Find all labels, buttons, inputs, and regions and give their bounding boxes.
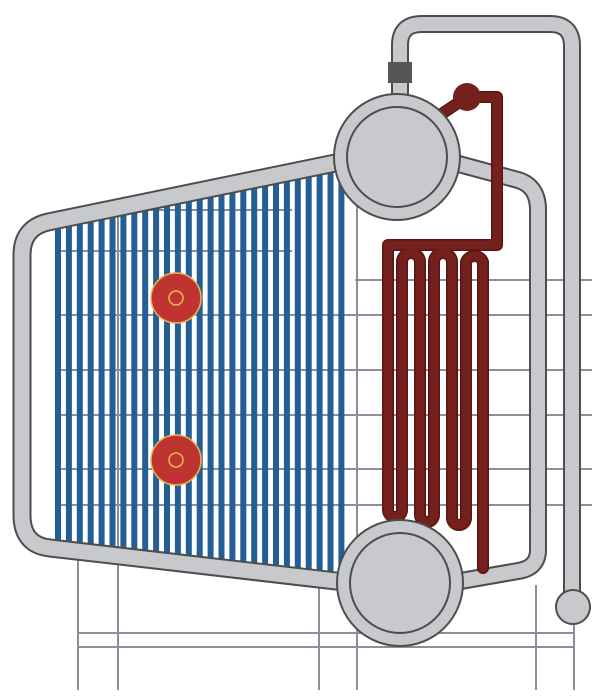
water-tube — [87, 217, 94, 555]
water-tube — [218, 190, 225, 569]
superheater-coil — [382, 83, 503, 574]
downcomer — [391, 15, 581, 595]
water-tube — [283, 176, 290, 576]
water-tube — [240, 185, 247, 572]
water-tube — [273, 179, 279, 575]
water-wall-tubes — [55, 165, 345, 582]
water-tube — [120, 210, 127, 559]
water-wall-pipe — [12, 152, 347, 592]
riser-pipe — [452, 154, 547, 591]
water-tube — [262, 181, 269, 574]
water-tube — [229, 188, 236, 570]
burner-lower — [150, 434, 202, 486]
water-tube — [153, 203, 160, 562]
upper-drum — [333, 93, 461, 221]
water-tube — [294, 174, 301, 577]
water-tube — [55, 223, 61, 551]
water-tube — [185, 197, 192, 566]
burner-upper — [150, 272, 202, 324]
lower-drum — [336, 519, 464, 647]
water-tube — [164, 201, 170, 563]
superheater-header — [453, 83, 481, 111]
support-grid — [60, 160, 592, 690]
water-tube — [131, 208, 138, 560]
water-tube — [142, 206, 149, 561]
water-tube — [251, 183, 258, 573]
water-tube — [196, 194, 203, 567]
water-tube — [109, 212, 116, 557]
water-tube — [305, 172, 312, 579]
water-tube — [174, 199, 181, 565]
water-tube — [327, 168, 334, 581]
water-tube — [65, 221, 72, 553]
water-tube — [338, 165, 345, 582]
pipe-collar — [388, 62, 412, 83]
header-ball — [555, 589, 591, 625]
water-tube — [207, 192, 214, 568]
water-tube — [316, 170, 323, 580]
water-tube — [98, 215, 105, 556]
water-tube — [76, 219, 83, 554]
